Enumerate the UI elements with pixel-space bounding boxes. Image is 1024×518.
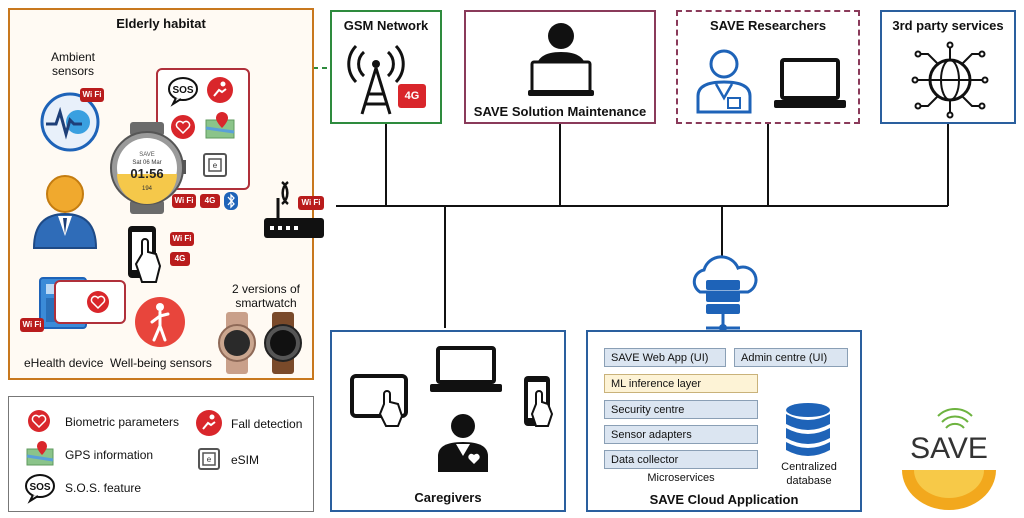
globe-circuit-icon (911, 41, 989, 119)
laptop-icon (430, 346, 502, 392)
sensor-adapters-module: Sensor adapters (604, 425, 758, 444)
cloud-app-panel: SAVE Web App (UI) Admin centre (UI) ML i… (586, 330, 862, 512)
legend-sos-label: S.O.S. feature (65, 481, 142, 495)
caregiver-icon (438, 414, 488, 472)
router-icon (264, 181, 324, 238)
bluetooth-icon (224, 192, 238, 210)
caregivers-panel: Caregivers (330, 330, 566, 512)
sos-icon: SOS (25, 474, 55, 504)
gps-map-icon (205, 112, 235, 139)
smartwatch-rose-icon (218, 312, 256, 374)
elderly-habitat-title: Elderly habitat (116, 16, 206, 31)
sos-icon-text: SOS (172, 85, 193, 96)
third-party-title: 3rd party services (892, 18, 1004, 33)
heart-icon (28, 410, 50, 432)
svg-text:e: e (207, 455, 212, 464)
lte-badge: 4G (398, 84, 426, 108)
save-logo: SAVE (902, 407, 996, 510)
wellbeing-sensors-label: Well-being sensors (110, 356, 212, 370)
legend-gps-label: GPS information (65, 448, 154, 462)
cloud-app-title: SAVE Cloud Application (649, 492, 799, 507)
technician-laptop-icon (528, 23, 594, 96)
researcher-icon (696, 49, 752, 114)
ml-inference-module: ML inference layer (604, 374, 758, 393)
two-versions-label: 2 versions of smartwatch (231, 282, 301, 310)
wifi-badge: Wi Fi (20, 318, 44, 332)
third-party-panel: 3rd party services (880, 10, 1016, 124)
laptop-icon (774, 58, 846, 108)
researchers-panel: SAVE Researchers (676, 10, 860, 124)
legend-panel: Biometric parameters Fall detection GPS … (8, 396, 314, 512)
maintenance-title: SAVE Solution Maintenance (473, 104, 647, 119)
gsm-network-title: GSM Network (343, 18, 429, 33)
lte-badge: 4G (200, 194, 220, 208)
maintenance-panel: SAVE Solution Maintenance (464, 10, 656, 124)
caregivers-title: Caregivers (414, 490, 482, 505)
wifi-badge: Wi Fi (170, 232, 194, 246)
smartwatch-classic-icon (264, 312, 302, 374)
legend-fall-label: Fall detection (231, 417, 303, 431)
elderly-person-icon (32, 175, 98, 249)
sos-icon: SOS (168, 77, 198, 107)
wifi-badge: Wi Fi (80, 88, 104, 102)
web-app-module: SAVE Web App (UI) (604, 348, 726, 367)
tablet-touch-icon (350, 374, 408, 427)
wellbeing-sensor-icon (135, 297, 185, 347)
smartwatch-icon (110, 122, 186, 214)
legend-esim-label: eSIM (231, 453, 260, 467)
ehealth-device-label: eHealth device (24, 356, 104, 370)
legend-biometric-label: Biometric parameters (65, 415, 180, 429)
ambient-sensors-label: Ambient sensors (50, 50, 96, 78)
data-collector-module: Data collector (604, 450, 758, 469)
lte-badge: 4G (170, 252, 190, 266)
esim-icon: e (203, 153, 227, 177)
smartphone-touch-icon (524, 376, 554, 427)
elderly-habitat-panel: Elderly habitat Ambient sensors Wi Fi Wi… (8, 8, 314, 380)
svg-text:e: e (213, 161, 218, 170)
wifi-badge: Wi Fi (172, 194, 196, 208)
watch-date: Sat 06 Mar (132, 160, 162, 166)
database-icon (786, 403, 830, 456)
microservices-label: Microservices (647, 472, 715, 484)
fall-detection-icon (196, 410, 222, 436)
cell-tower-icon (347, 44, 405, 115)
cloud-server-icon (692, 255, 758, 332)
security-centre-module: Security centre (604, 400, 758, 419)
save-logo-text: SAVE (910, 432, 988, 465)
gps-map-icon (26, 441, 54, 466)
fall-detection-icon (207, 77, 233, 103)
researchers-title: SAVE Researchers (709, 18, 827, 33)
sos-icon-text: SOS (29, 482, 50, 493)
esim-icon: e (198, 448, 220, 470)
smartphone-touch-icon (128, 226, 162, 283)
watch-steps: 194 (141, 186, 152, 192)
heart-icon (87, 291, 109, 313)
gsm-network-panel: GSM Network 4G (330, 10, 442, 124)
watch-time: 01:56 (130, 166, 164, 181)
admin-centre-module: Admin centre (UI) (734, 348, 848, 367)
database-label: Centralized database (781, 461, 837, 487)
wifi-badge: Wi Fi (298, 196, 324, 210)
heart-icon (171, 115, 195, 139)
watch-brand: SAVE (139, 152, 155, 158)
ambient-sensor-icon (40, 92, 100, 152)
